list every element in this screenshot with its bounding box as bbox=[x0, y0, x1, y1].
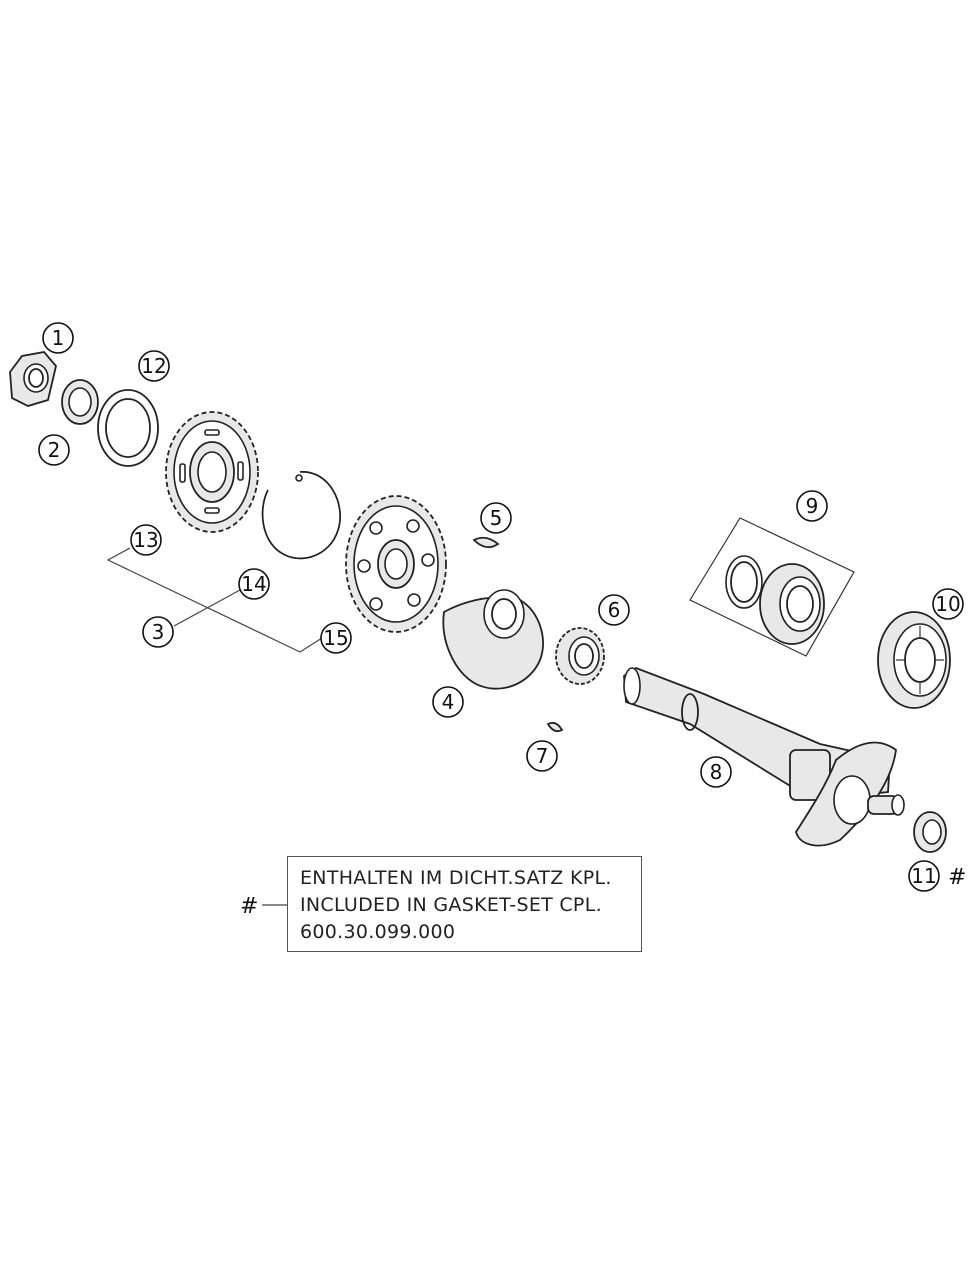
note-line-part-number: 600.30.099.000 bbox=[300, 921, 456, 943]
callout-7: 7 bbox=[526, 740, 558, 772]
roller-bearing-10-part bbox=[877, 611, 951, 709]
svg-text:14: 14 bbox=[241, 572, 266, 596]
callout-10: 10 bbox=[932, 588, 964, 620]
callout-9: 9 bbox=[796, 490, 828, 522]
svg-text:15: 15 bbox=[323, 626, 348, 650]
callout-12: 12 bbox=[138, 350, 170, 382]
svg-text:13: 13 bbox=[133, 528, 158, 552]
svg-text:4: 4 bbox=[442, 690, 455, 714]
gear-15-part bbox=[345, 495, 447, 633]
key-5-part bbox=[472, 536, 500, 549]
callout-4: 4 bbox=[432, 686, 464, 718]
note-line-german: ENTHALTEN IM DICHT.SATZ KPL. bbox=[300, 867, 612, 889]
footnote-mark-11: # bbox=[948, 865, 966, 890]
sprocket-6-part bbox=[555, 627, 605, 685]
callout-15: 15 bbox=[320, 622, 352, 654]
callout-11: 11 bbox=[908, 860, 940, 892]
svg-text:6: 6 bbox=[608, 598, 621, 622]
note-mark: # bbox=[240, 894, 258, 919]
svg-text:10: 10 bbox=[935, 592, 960, 616]
note-line-english: INCLUDED IN GASKET-SET CPL. bbox=[300, 894, 602, 916]
hex-nut-part bbox=[9, 351, 57, 407]
gear-13-part bbox=[165, 411, 259, 533]
callout-14: 14 bbox=[238, 568, 270, 600]
group-leader-lines bbox=[106, 547, 323, 653]
callout-3: 3 bbox=[142, 616, 174, 648]
balancer-shaft-part bbox=[623, 666, 905, 847]
svg-text:7: 7 bbox=[536, 744, 549, 768]
key-7-part bbox=[546, 721, 564, 733]
small-bearing-11-part bbox=[913, 811, 947, 853]
counterweight-part bbox=[442, 589, 544, 690]
callout-1: 1 bbox=[42, 322, 74, 354]
svg-text:9: 9 bbox=[806, 494, 819, 518]
svg-text:11: 11 bbox=[911, 864, 936, 888]
callout-6: 6 bbox=[598, 594, 630, 626]
gasket-set-note-box: ENTHALTEN IM DICHT.SATZ KPL. INCLUDED IN… bbox=[287, 856, 642, 952]
svg-text:8: 8 bbox=[710, 760, 723, 784]
callout-5: 5 bbox=[480, 502, 512, 534]
bearing-kit-9-part bbox=[689, 517, 855, 657]
callout-2: 2 bbox=[38, 434, 70, 466]
washer-part bbox=[61, 379, 99, 425]
callout-13: 13 bbox=[130, 524, 162, 556]
svg-text:12: 12 bbox=[141, 354, 166, 378]
shim-part bbox=[97, 389, 159, 467]
svg-text:5: 5 bbox=[490, 506, 503, 530]
callout-8: 8 bbox=[700, 756, 732, 788]
svg-text:2: 2 bbox=[48, 438, 61, 462]
svg-text:3: 3 bbox=[152, 620, 165, 644]
circlip-part bbox=[261, 471, 341, 560]
svg-text:1: 1 bbox=[52, 326, 65, 350]
